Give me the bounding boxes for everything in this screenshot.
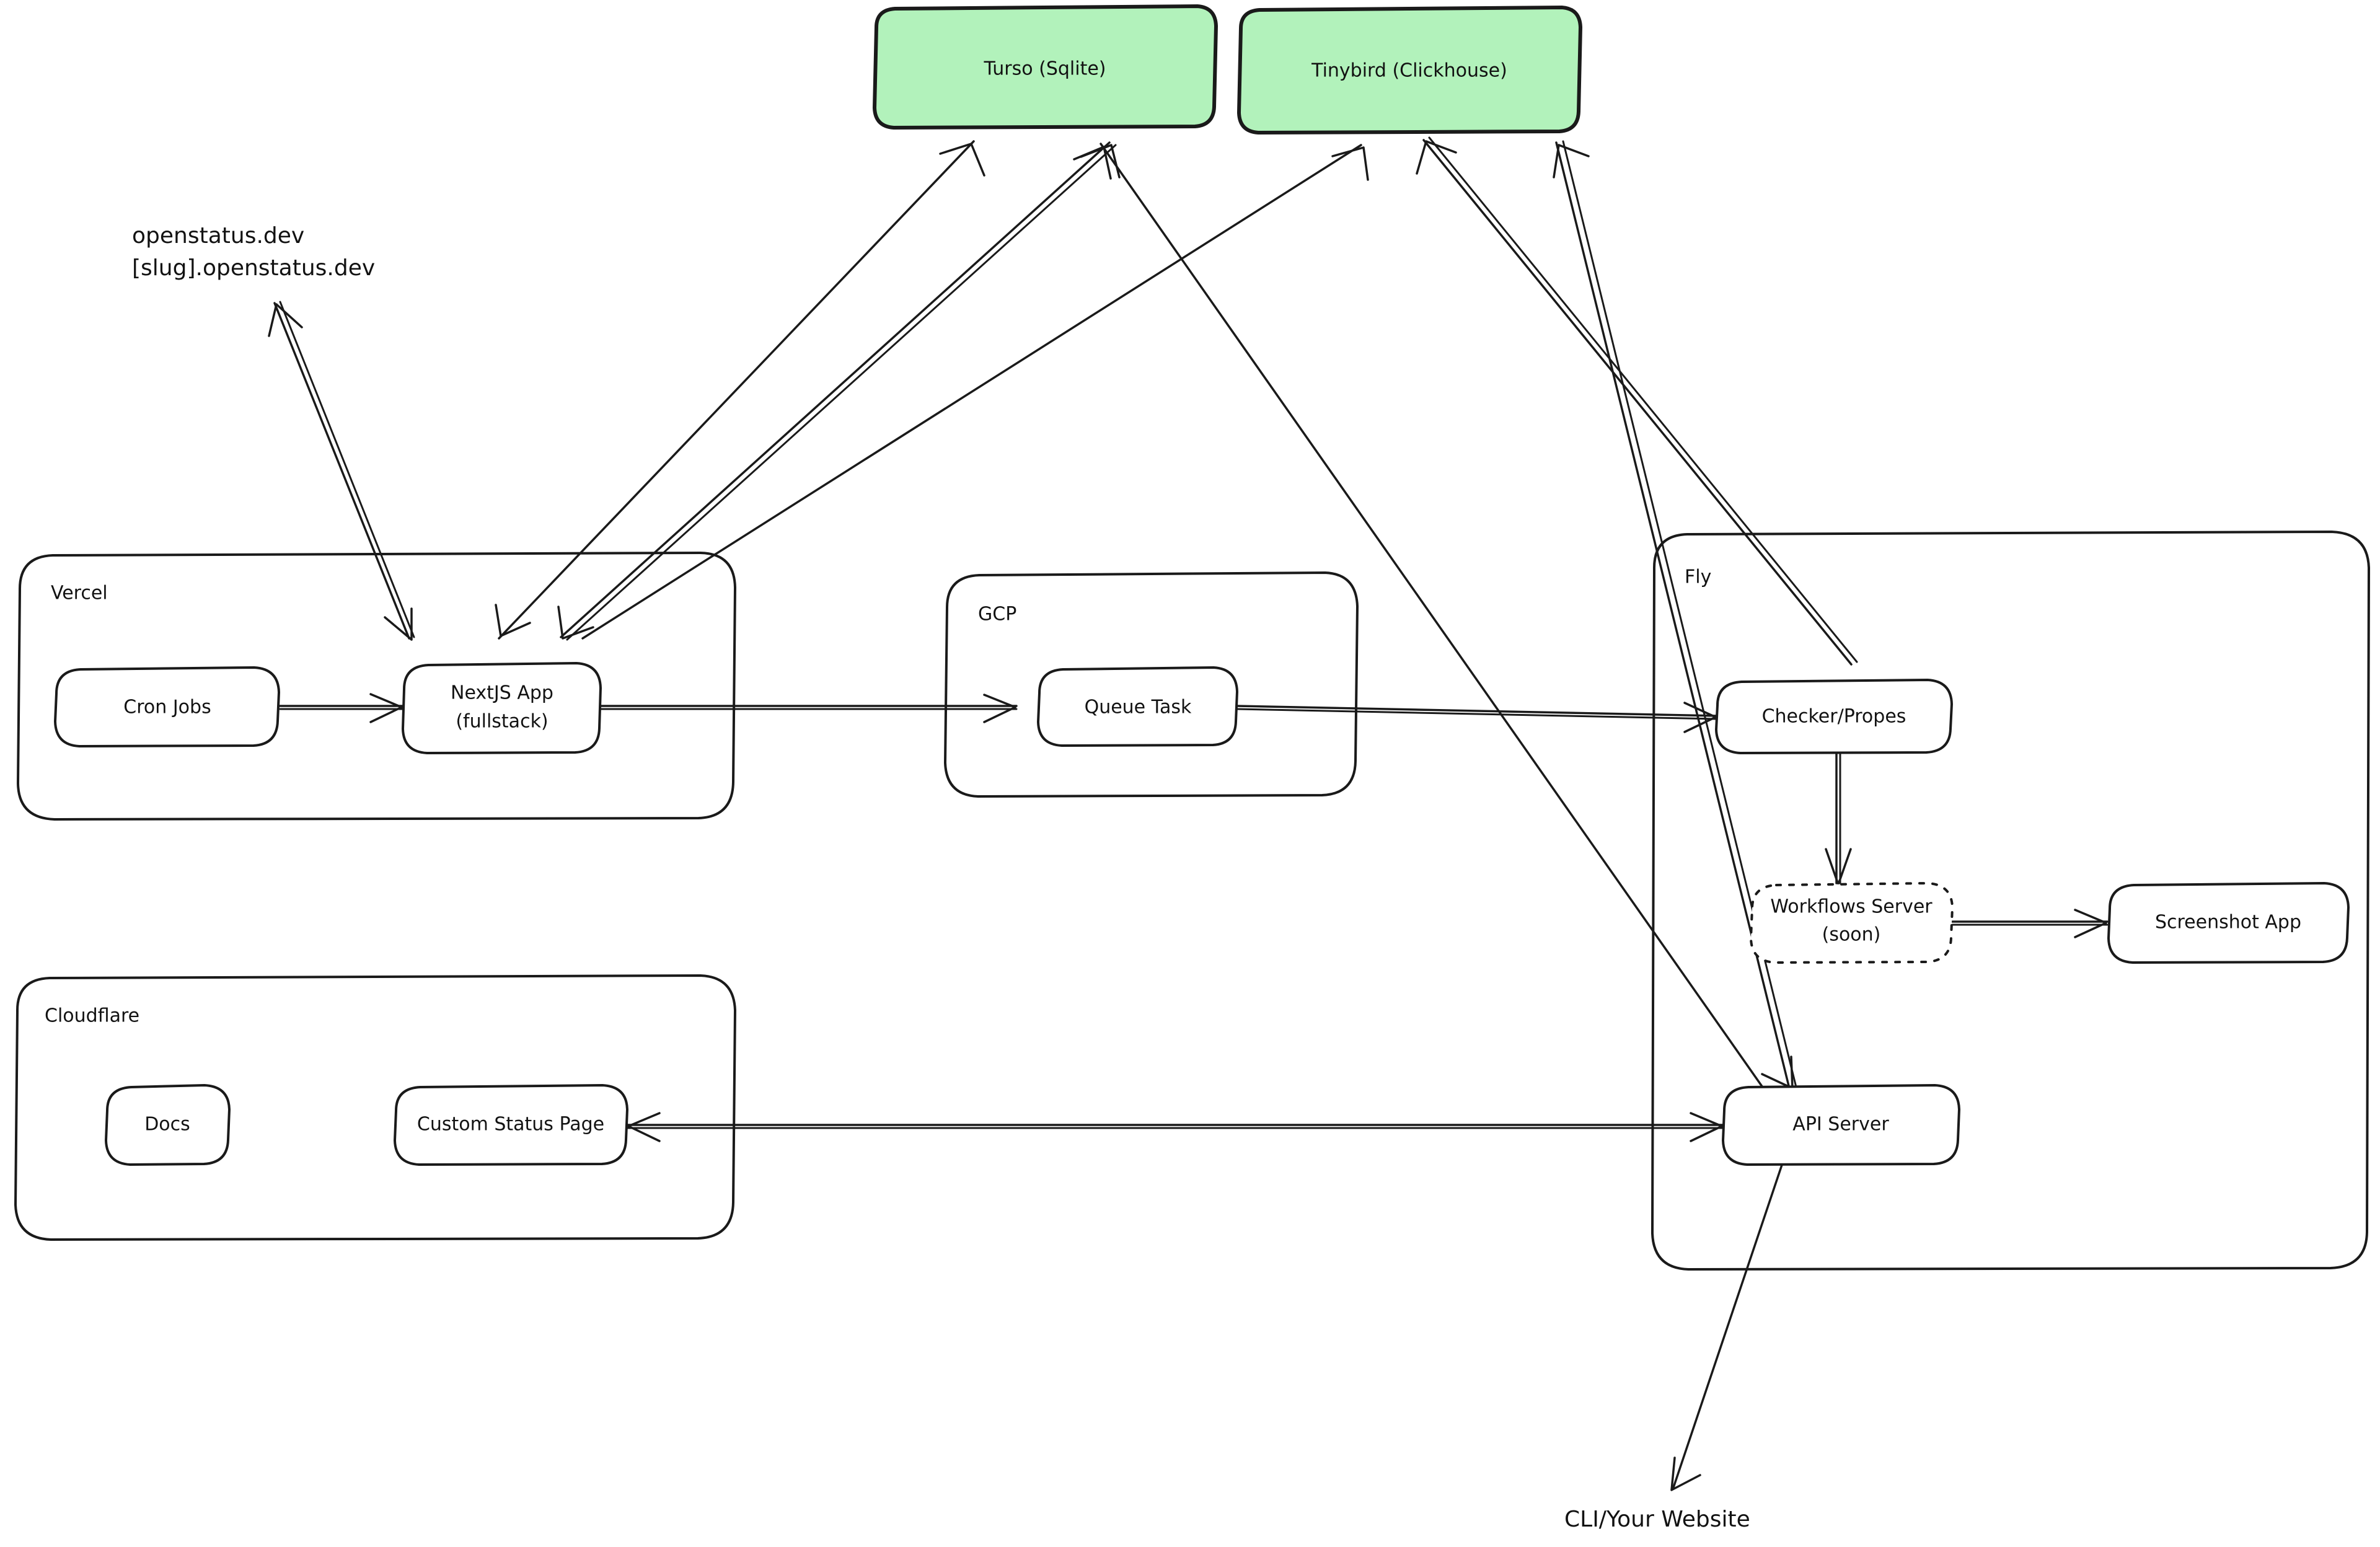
node-label-nextjs-app-line2: (fullstack) — [456, 711, 548, 733]
edge-cron-nextjs — [279, 693, 404, 723]
edge-nextjs-turso — [495, 140, 985, 640]
edge-nextjs-queue — [599, 694, 1018, 723]
node-label-tinybird: Tinybird (Clickhouse) — [1311, 60, 1507, 82]
group-cloudflare[interactable]: Cloudflare — [14, 974, 736, 1241]
node-label-queue-task: Queue Task — [1085, 697, 1192, 718]
domain-label-line1: openstatus.dev — [132, 223, 304, 249]
edge-workflows-screenshot — [1951, 909, 2109, 938]
node-screenshot-app[interactable]: Screenshot App — [2107, 882, 2350, 964]
edge-checker-workflows — [1825, 749, 1852, 886]
node-label-docs: Docs — [144, 1114, 190, 1135]
node-label-screenshot-app: Screenshot App — [2155, 912, 2301, 933]
node-nextjs-app[interactable]: NextJS App (fullstack) — [402, 662, 602, 754]
node-checker-probes[interactable]: Checker/Propes — [1715, 679, 1953, 754]
node-docs[interactable]: Docs — [105, 1084, 231, 1166]
edge-queue-checker — [1236, 702, 1718, 733]
group-label-fly: Fly — [1685, 566, 1711, 588]
edge-checker-tinybird — [1416, 136, 1858, 666]
node-label-api-server: API Server — [1792, 1114, 1889, 1135]
node-label-workflows-server-line2: (soon) — [1822, 924, 1881, 946]
node-label-custom-status-page: Custom Status Page — [417, 1114, 604, 1135]
group-label-gcp: GCP — [978, 604, 1016, 625]
node-label-cron-jobs: Cron Jobs — [123, 697, 211, 718]
edge-domains-nextjs — [268, 301, 415, 641]
node-queue-task[interactable]: Queue Task — [1037, 666, 1238, 747]
node-tinybird[interactable]: Tinybird (Clickhouse) — [1237, 6, 1582, 134]
node-label-workflows-server-line1: Workflows Server — [1770, 896, 1933, 918]
node-api-server[interactable]: API Server — [1722, 1084, 1960, 1166]
label-client: CLI/Your Website — [1564, 1507, 1750, 1532]
edge-nextjs-tinybird — [581, 144, 1369, 640]
domain-label-line2: [slug].openstatus.dev — [132, 255, 375, 281]
edge-statuspage-apiserver — [626, 1112, 1724, 1142]
node-turso[interactable]: Turso (Sqlite) — [873, 4, 1218, 130]
node-label-nextjs-app-line1: NextJS App — [451, 682, 553, 704]
label-domains: openstatus.dev [slug].openstatus.dev — [132, 223, 375, 281]
node-label-turso: Turso (Sqlite) — [983, 58, 1106, 80]
node-cron-jobs[interactable]: Cron Jobs — [54, 666, 280, 747]
group-label-cloudflare: Cloudflare — [45, 1005, 139, 1027]
node-workflows-server[interactable]: Workflows Server (soon) — [1750, 882, 1954, 964]
node-custom-status-page[interactable]: Custom Status Page — [394, 1084, 628, 1166]
group-label-vercel: Vercel — [51, 583, 108, 604]
node-label-checker-probes: Checker/Propes — [1762, 706, 1906, 728]
edge-apiserver-turso — [1073, 143, 1771, 1098]
client-label: CLI/Your Website — [1564, 1507, 1750, 1532]
